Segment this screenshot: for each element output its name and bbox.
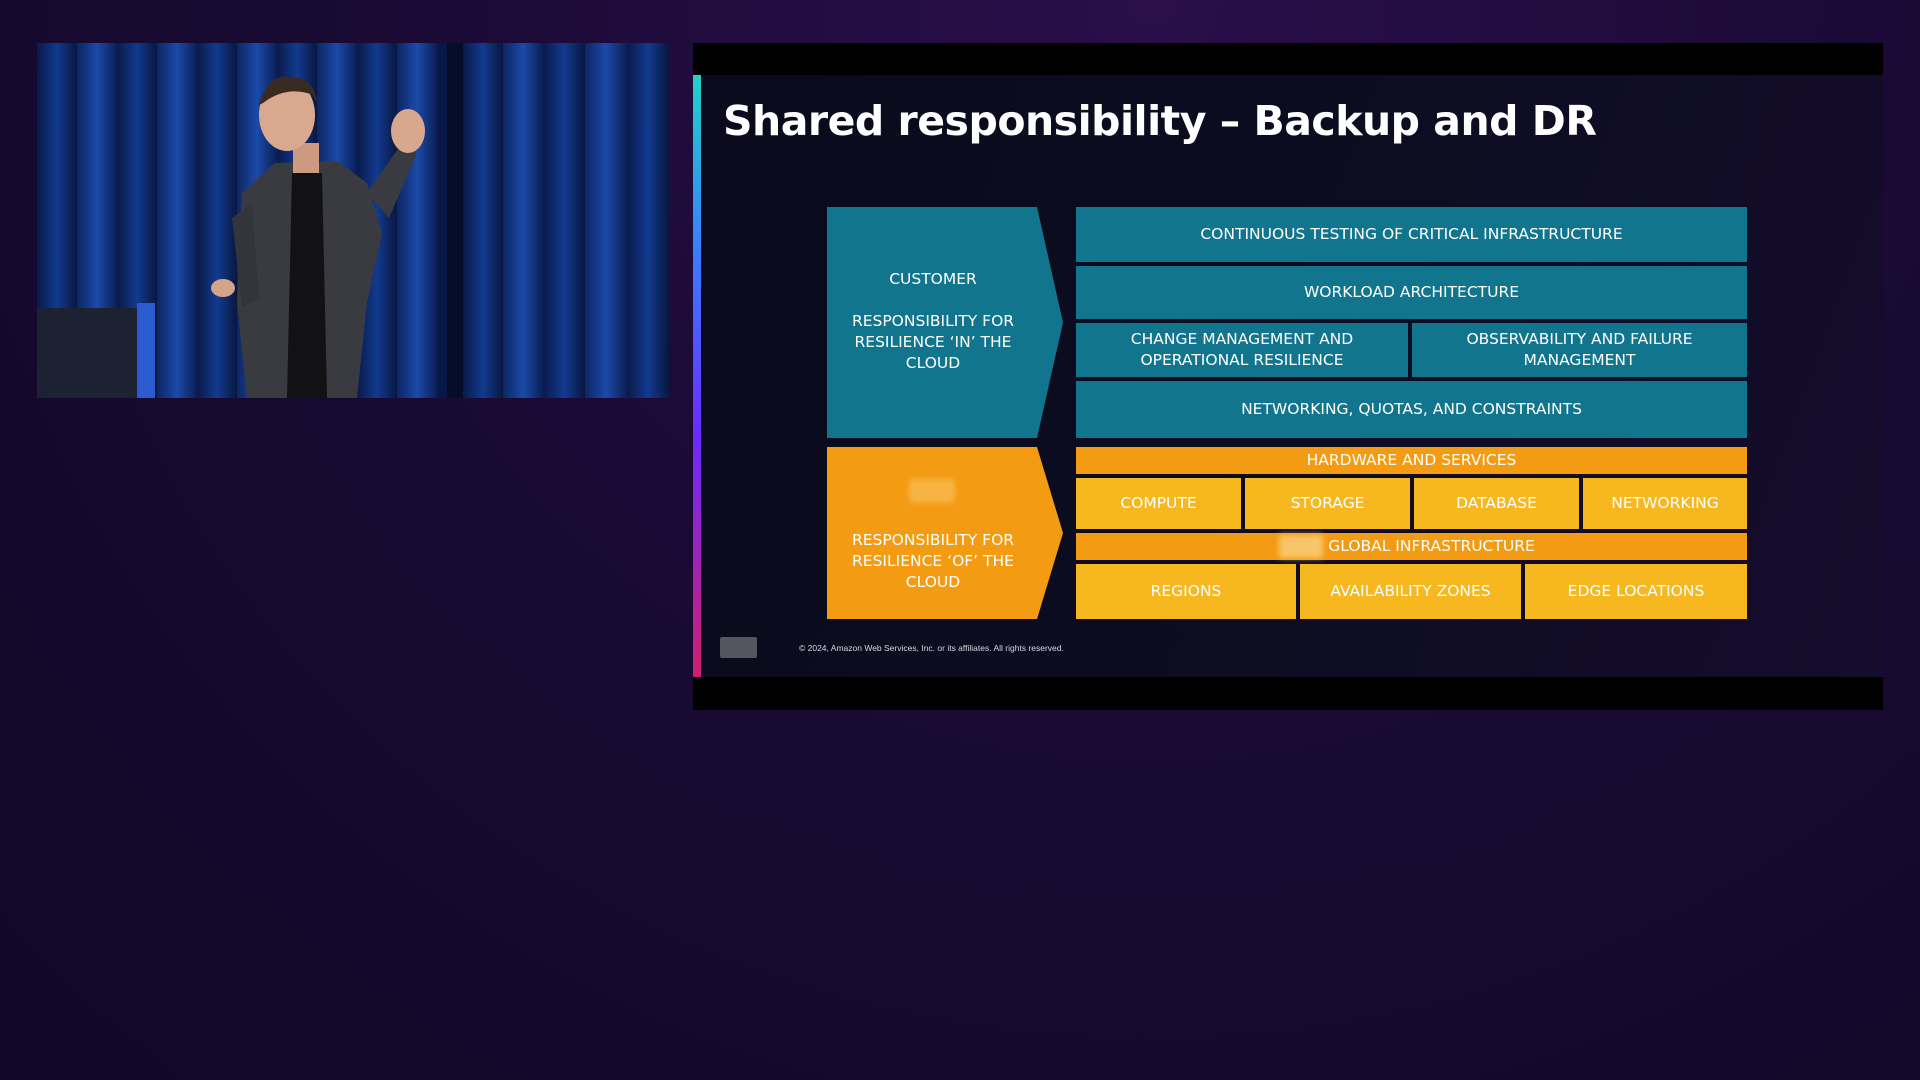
box-networking-quotas: NETWORKING, QUOTAS, AND CONSTRAINTS	[1076, 381, 1747, 438]
hardware-services-header: HARDWARE AND SERVICES	[1076, 447, 1747, 474]
box-change-management: CHANGE MANAGEMENT AND OPERATIONAL RESILI…	[1076, 323, 1408, 377]
footer-copyright: © 2024, Amazon Web Services, Inc. or its…	[799, 643, 1064, 653]
box-observability: OBSERVABILITY AND FAILURE MANAGEMENT	[1412, 323, 1747, 377]
shared-responsibility-diagram: CUSTOMER RESPONSIBILITY FOR RESILIENCE ‘…	[693, 75, 1883, 677]
customer-description: RESPONSIBILITY FOR RESILIENCE ‘IN’ THE C…	[851, 312, 1015, 372]
footer-logo	[720, 637, 757, 658]
slide: Shared responsibility – Backup and DR CU…	[693, 75, 1883, 677]
customer-heading: CUSTOMER	[889, 270, 977, 288]
speaker-image	[37, 43, 669, 398]
customer-chevron: CUSTOMER RESPONSIBILITY FOR RESILIENCE ‘…	[827, 207, 1063, 438]
box-storage: STORAGE	[1245, 478, 1410, 529]
aws-chevron: RESPONSIBILITY FOR RESILIENCE ‘OF’ THE C…	[827, 447, 1063, 619]
box-compute: COMPUTE	[1076, 478, 1241, 529]
global-infrastructure-header: GLOBAL INFRASTRUCTURE	[1076, 533, 1747, 560]
box-continuous-testing: CONTINUOUS TESTING OF CRITICAL INFRASTRU…	[1076, 207, 1747, 262]
box-availability-zones: AVAILABILITY ZONES	[1300, 564, 1521, 619]
slide-title: Shared responsibility – Backup and DR	[723, 97, 1597, 145]
global-infrastructure-label: GLOBAL INFRASTRUCTURE	[1328, 537, 1535, 555]
box-edge-locations: EDGE LOCATIONS	[1525, 564, 1747, 619]
redacted-logo	[909, 479, 955, 503]
box-workload-architecture: WORKLOAD ARCHITECTURE	[1076, 266, 1747, 319]
box-regions: REGIONS	[1076, 564, 1296, 619]
slide-panel: Shared responsibility – Backup and DR CU…	[693, 43, 1883, 710]
aws-description: RESPONSIBILITY FOR RESILIENCE ‘OF’ THE C…	[851, 531, 1015, 591]
redacted-logo-small	[1279, 535, 1323, 558]
box-networking: NETWORKING	[1583, 478, 1747, 529]
box-database: DATABASE	[1414, 478, 1579, 529]
slide-accent-bar	[693, 75, 701, 677]
speaker-video-feed	[37, 43, 669, 398]
